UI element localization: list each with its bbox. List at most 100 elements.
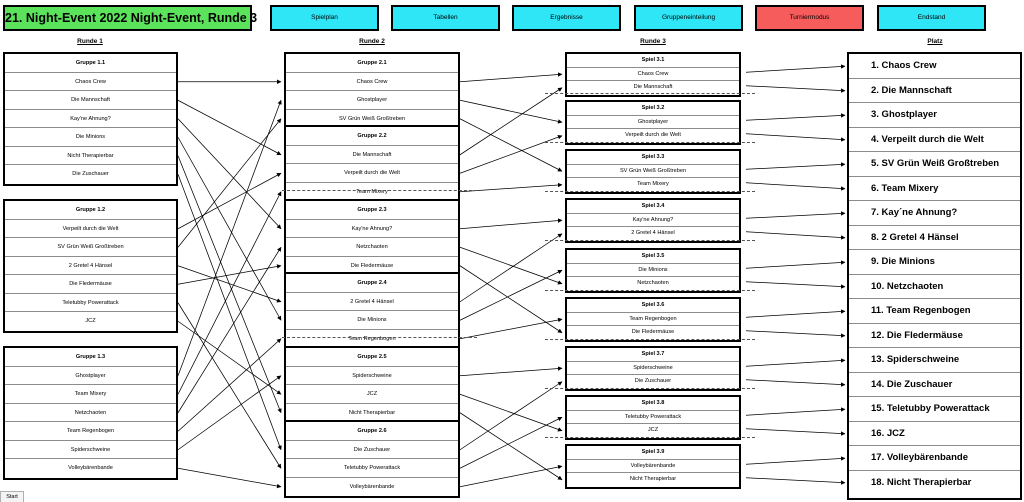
connector-arrow xyxy=(177,191,282,395)
group-title: Spiel 3.8 xyxy=(567,397,739,411)
team-name: Ghostplayer xyxy=(286,91,458,110)
group-title: Spiel 3.9 xyxy=(567,446,739,460)
sheet-tab-start[interactable]: Start xyxy=(0,491,24,502)
connector-arrow xyxy=(459,265,563,334)
connector-arrow xyxy=(459,233,563,303)
connector-arrow xyxy=(745,133,846,142)
connector-arrow xyxy=(459,416,563,469)
connector-arrow xyxy=(459,366,563,377)
group-title: Gruppe 2.5 xyxy=(286,348,458,367)
connector-arrow xyxy=(459,182,563,193)
team-name: Team Regenbogen xyxy=(348,335,396,342)
team-name: Team Regenbogen xyxy=(5,422,176,441)
connector-arrow xyxy=(459,246,563,285)
connector-arrow xyxy=(177,338,282,432)
connector-arrow xyxy=(177,375,282,451)
team-name: JCZ xyxy=(85,318,96,324)
dashed-separator xyxy=(282,337,477,338)
team-name: SV Grün Weiß Großtreben xyxy=(567,165,739,178)
team-name: Netzchaoten xyxy=(637,280,669,286)
connector-arrow xyxy=(177,320,282,395)
connector-arrow xyxy=(459,464,563,488)
dashed-separator xyxy=(545,142,755,143)
team-name: Die Zuschauer xyxy=(286,441,458,459)
placement-item: 1. Chaos Crew xyxy=(849,54,1020,79)
team-name: Teletubby Powerattack xyxy=(567,411,739,424)
team-name: Die Mannschaft xyxy=(5,91,176,110)
connector-arrow xyxy=(745,330,846,338)
group-title: Gruppe 1.3 xyxy=(5,348,176,367)
nav-turniermodus-button[interactable]: Turniermodus xyxy=(755,5,864,31)
round2-header: Runde 2 xyxy=(359,38,385,45)
team-name: Verpeilt durch die Welt xyxy=(5,220,176,238)
dashed-separator xyxy=(545,290,755,291)
connector-arrow xyxy=(745,260,846,269)
team-name: Die Minions xyxy=(567,264,739,277)
group-title: Spiel 3.4 xyxy=(567,200,739,214)
team-name: Teletubby Powerattack xyxy=(286,459,458,478)
group-title: Gruppe 2.2 xyxy=(286,127,458,146)
connector-arrow xyxy=(177,264,282,285)
group-title: Spiel 3.1 xyxy=(567,54,739,68)
team-name: Die Fledermäuse xyxy=(350,262,394,269)
team-name: Verpeilt durch die Welt xyxy=(286,164,458,183)
connector-arrow xyxy=(745,182,846,191)
nav-tabellen-button[interactable]: Tabellen xyxy=(391,5,500,31)
team-name: JCZ xyxy=(647,427,659,433)
dashed-separator xyxy=(282,190,477,191)
team-name: Kay'ne Ahnung? xyxy=(286,220,458,238)
team-name: SV Grün Weiß Großtreben xyxy=(338,115,406,122)
team-name: Kay'ne Ahnung? xyxy=(567,214,739,227)
placement-item: 4. Verpeilt durch die Welt xyxy=(849,128,1020,152)
team-name: Nicht Therapierbar xyxy=(348,409,396,416)
placement-item: 12. Die Fledermäuse xyxy=(849,324,1020,348)
team-name: Chaos Crew xyxy=(5,73,176,91)
nav-endstand-button[interactable]: Endstand xyxy=(877,5,986,31)
connector-arrow xyxy=(177,265,282,303)
team-name: Die Zuschauer xyxy=(72,171,109,177)
connector-arrow xyxy=(745,379,846,387)
team-name: Netzchaoten xyxy=(5,404,176,422)
nav-spielplan-button[interactable]: Spielplan xyxy=(270,5,379,31)
placement-item: 17. Volleybärenbande xyxy=(849,446,1020,471)
placement-item: 16. JCZ xyxy=(849,422,1020,446)
team-name: Spiderschweine xyxy=(567,362,739,375)
connector-arrow xyxy=(459,87,563,156)
connector-arrow xyxy=(745,281,846,289)
connector-arrow xyxy=(177,118,282,230)
connector-arrow xyxy=(459,381,563,451)
placement-item: 9. Die Minions xyxy=(849,250,1020,275)
team-name: Team Regenbogen xyxy=(567,313,739,326)
round1-header: Runde 1 xyxy=(77,38,103,45)
connector-arrow xyxy=(745,85,846,93)
nav-ergebnisse-button[interactable]: Ergebnisse xyxy=(512,5,621,31)
nav-gruppeneinteilung-button[interactable]: Gruppeneinteilung xyxy=(634,5,743,31)
team-name: Volleybärenbande xyxy=(349,483,395,490)
dashed-separator xyxy=(545,191,755,192)
team-name: Team Mixery xyxy=(637,181,669,187)
team-name: Chaos Crew xyxy=(567,68,739,81)
team-name: Spiderschweine xyxy=(286,367,458,385)
team-name: Ghostplayer xyxy=(567,116,739,129)
team-name: Volleybärenbande xyxy=(68,465,113,471)
group-title: Gruppe 1.2 xyxy=(5,201,176,220)
connector-arrow xyxy=(177,99,282,376)
team-name: 2 Gretel 4 Hänsel xyxy=(5,257,176,275)
connector-arrow xyxy=(745,231,846,240)
team-name: SV Grün Weiß Großtreben xyxy=(5,238,176,257)
dashed-separator xyxy=(545,93,755,94)
team-name: Nicht Therapierbar xyxy=(5,147,176,165)
